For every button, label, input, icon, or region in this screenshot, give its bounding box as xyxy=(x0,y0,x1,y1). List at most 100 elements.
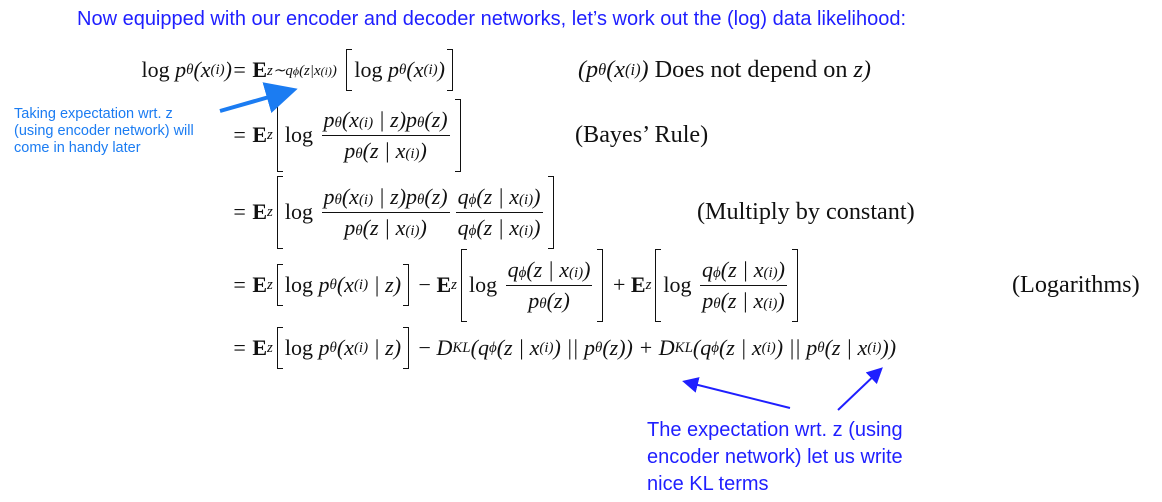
math-expression: (z | x xyxy=(476,214,520,240)
math-superscript: (i) xyxy=(354,277,368,294)
expectation-operator: E xyxy=(252,335,268,360)
math-expression: z xyxy=(451,276,457,293)
math-expression: (i) xyxy=(519,222,534,239)
math-expression: θ xyxy=(355,145,363,162)
math-expression: p xyxy=(388,57,400,82)
math-expression: p xyxy=(323,183,335,209)
math-expression: KL xyxy=(452,339,471,356)
math-expression: p xyxy=(323,106,335,132)
math-expression: θ xyxy=(417,191,425,208)
math-subscript: ϕ xyxy=(713,265,721,282)
math-expression: ϕ xyxy=(518,264,527,281)
math-expression: ϕ xyxy=(468,222,477,239)
math-superscript: (i) xyxy=(519,223,533,240)
math-expression: (i) xyxy=(405,222,420,239)
math-expression: D xyxy=(436,335,453,360)
math-expression: (z) xyxy=(424,183,448,209)
math-expression: θ xyxy=(713,295,721,312)
math-expression: (z | x xyxy=(362,137,406,163)
math-subscript: θ xyxy=(355,146,362,163)
equation-note: (Multiply by constant) xyxy=(697,172,915,252)
arrow-to-second-kl-term xyxy=(837,367,883,411)
expectation-operator: E xyxy=(630,272,646,297)
math-expression: (i) xyxy=(423,61,438,78)
math-expression: ϕ xyxy=(713,264,721,281)
math-expression: = xyxy=(232,335,247,360)
math-text: (Logarithms) xyxy=(1012,271,1140,298)
math-subscript: θ xyxy=(817,340,824,357)
math-subscript: ϕ xyxy=(519,265,527,282)
math-superscript: (i) xyxy=(321,64,332,79)
math-subscript: θ xyxy=(595,340,602,357)
math-expression: (i) xyxy=(761,339,776,356)
left-annotation: Taking expectation wrt. z (using encoder… xyxy=(14,106,194,157)
math-subscript: θ xyxy=(399,62,406,79)
math-expression: (i) xyxy=(763,264,778,281)
math-expression: (i) xyxy=(867,339,882,356)
math-text: log xyxy=(663,272,698,297)
math-expression: | z)p xyxy=(373,106,418,132)
math-expression: )) xyxy=(881,335,897,360)
math-expression: ) xyxy=(777,287,785,313)
math-expression: ) xyxy=(640,56,649,83)
math-expression: ) xyxy=(224,57,232,82)
math-expression: ϕ xyxy=(468,191,477,208)
math-expression: ) xyxy=(583,256,591,282)
bottom-annotation-line: The expectation wrt. z (using xyxy=(647,419,903,441)
math-subscript: θ xyxy=(335,115,342,132)
math-expression: ) xyxy=(533,214,541,240)
math-text: Does not depend on xyxy=(648,56,854,83)
math-subscript: θ xyxy=(186,62,193,79)
expectation-operator: E xyxy=(252,122,268,147)
math-expression: (z | x xyxy=(496,335,540,360)
math-subscript: ϕ xyxy=(469,192,477,209)
fraction-bar xyxy=(505,284,593,286)
bottom-annotation-line: nice KL terms xyxy=(647,473,769,495)
math-expression: θ xyxy=(186,61,194,78)
math-superscript: (i) xyxy=(625,60,641,80)
math-expression: (i) xyxy=(519,191,534,208)
math-expression: (z)) + D xyxy=(602,335,675,360)
math-expression: p xyxy=(318,335,330,360)
math-superscript: (i) xyxy=(539,340,553,357)
math-expression: (z|x xyxy=(299,62,321,79)
math-expression: (z) xyxy=(546,287,570,313)
math-expression: | z) xyxy=(368,272,402,297)
left-annotation-line: come in handy later xyxy=(14,140,141,156)
math-expression: p xyxy=(175,57,187,82)
math-expression: q xyxy=(702,256,714,282)
math-expression: z xyxy=(267,276,273,293)
math-expression: (q xyxy=(470,335,489,360)
math-expression: ϕ xyxy=(292,63,300,78)
math-expression: (i) xyxy=(320,63,332,78)
math-expression: (i) xyxy=(358,191,374,208)
math-subscript: KL xyxy=(452,340,470,357)
math-expression: (z | x xyxy=(526,256,570,282)
math-expression: (p xyxy=(578,56,599,83)
math-superscript: (i) xyxy=(519,192,533,209)
math-expression: q xyxy=(507,256,519,282)
math-expression: z xyxy=(267,339,273,356)
math-expression: (i) xyxy=(358,114,374,131)
math-text: log xyxy=(284,335,319,360)
math-text: log xyxy=(284,199,319,224)
math-expression: p xyxy=(344,214,356,240)
math-subscript: z xyxy=(646,277,652,294)
math-expression: (i) xyxy=(353,339,369,356)
math-expression: | z)p xyxy=(373,183,418,209)
math-expression: ) xyxy=(777,256,785,282)
math-subscript: z xyxy=(267,277,273,294)
math-subscript: z xyxy=(451,277,457,294)
